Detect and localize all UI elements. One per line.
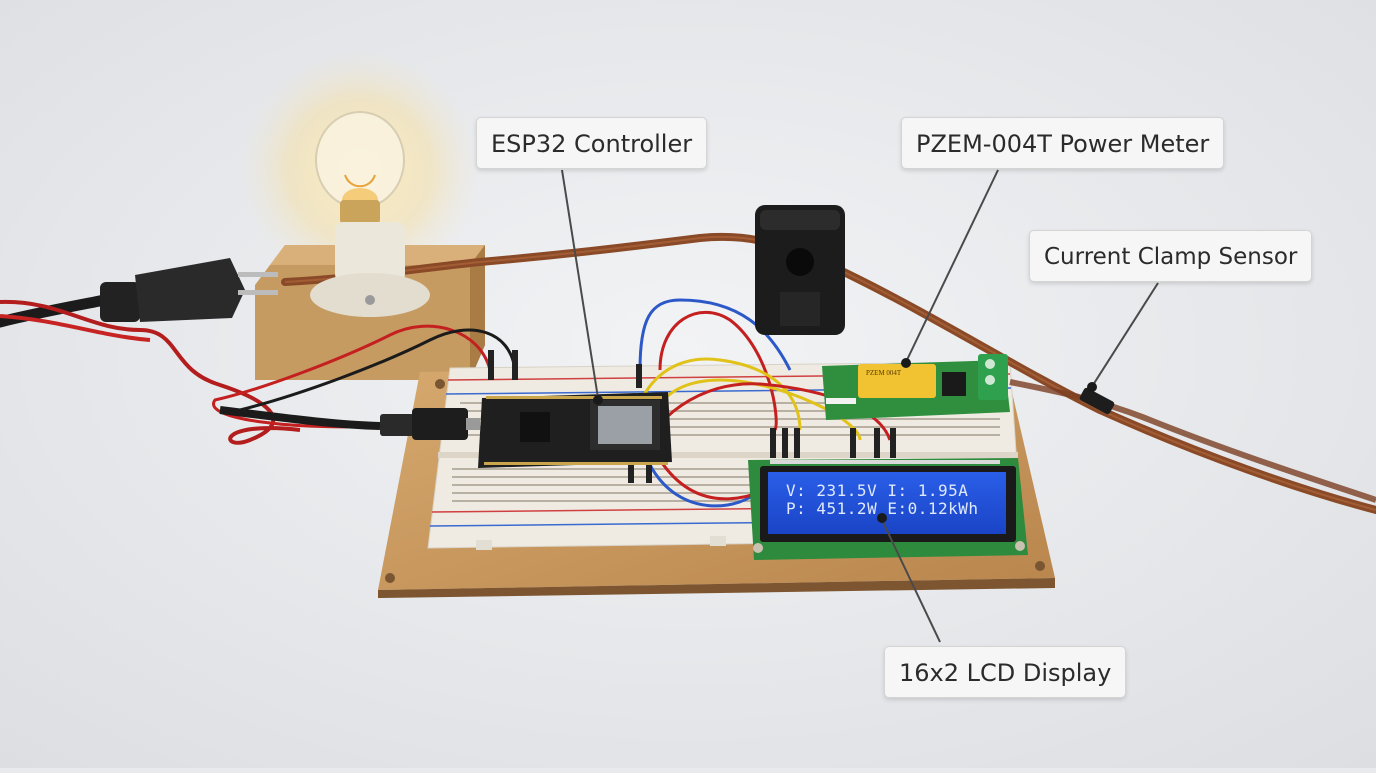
lamp-socket — [310, 222, 430, 317]
lcd-module — [748, 458, 1028, 560]
callout-current-clamp: Current Clamp Sensor — [1029, 230, 1313, 282]
lcd-line-2: P: 451.2W E:0.12kWh — [786, 499, 979, 518]
pzem-module: PZEM 004T — [822, 354, 1010, 420]
current-clamp — [755, 205, 845, 335]
esp32-board — [478, 392, 672, 468]
callout-lcd-display: 16x2 LCD Display — [884, 646, 1127, 698]
lcd-line-1: V: 231.5V I: 1.95A — [786, 481, 968, 500]
power-plug — [0, 258, 301, 445]
light-bulb — [315, 111, 405, 224]
callout-esp32-controller: ESP32 Controller — [476, 117, 708, 169]
usb-cable — [219, 406, 480, 440]
header-pins — [488, 350, 896, 483]
callout-pzem-power-meter: PZEM-004T Power Meter — [901, 117, 1225, 169]
pzem-chip-label: PZEM 004T — [866, 369, 902, 377]
callout-leaders — [561, 169, 1159, 643]
heat-shrink-sleeve — [1079, 387, 1115, 415]
callout-anchor-dots — [593, 358, 1097, 523]
